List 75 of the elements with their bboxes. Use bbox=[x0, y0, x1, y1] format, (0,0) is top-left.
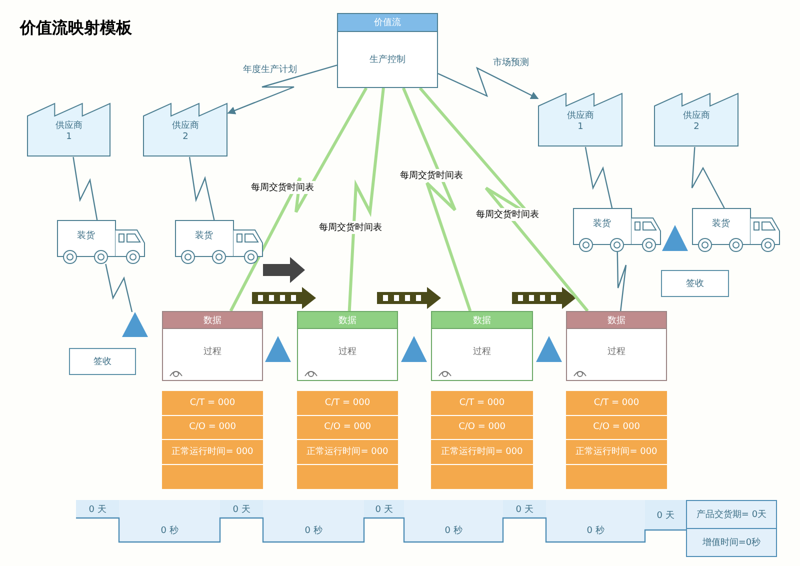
process-box bbox=[297, 311, 398, 381]
data-box bbox=[297, 391, 398, 489]
edge-label: 每周交货时间表 bbox=[475, 208, 540, 221]
control-box bbox=[337, 13, 438, 88]
supplier-label: 2 bbox=[692, 122, 700, 133]
supplier-label: 1 bbox=[65, 132, 73, 143]
time-label: 0 秒 bbox=[444, 524, 464, 538]
supplier-label: 供应商 bbox=[54, 121, 84, 132]
control-label: 生产控制 bbox=[368, 54, 406, 67]
process-header: 数据 bbox=[432, 312, 532, 329]
receipt-box: 签收 bbox=[69, 348, 136, 375]
lightning-line bbox=[402, 87, 472, 312]
process-label: 过程 bbox=[606, 346, 626, 358]
process-label: 过程 bbox=[202, 346, 222, 358]
data-row: C/O = 000 bbox=[297, 416, 398, 440]
supplier-label: 1 bbox=[576, 122, 584, 133]
supplier-label: 2 bbox=[182, 132, 190, 143]
receipt-box: 签收 bbox=[661, 270, 729, 297]
process-header: 数据 bbox=[567, 312, 666, 329]
data-row: 正常运行时间= 000 bbox=[162, 440, 263, 464]
data-box bbox=[566, 391, 667, 489]
time-label: 0 秒 bbox=[586, 524, 606, 538]
truck-label: 装货 bbox=[76, 230, 96, 242]
truck-label: 装货 bbox=[592, 218, 612, 230]
lead-time-cell: 产品交货期= 0天 bbox=[687, 501, 776, 529]
lightning-line bbox=[229, 87, 368, 312]
process-header: 数据 bbox=[298, 312, 397, 329]
connector bbox=[691, 146, 725, 208]
supplier-label: 供应商 bbox=[566, 111, 595, 122]
process-label: 过程 bbox=[338, 346, 358, 358]
connector bbox=[188, 156, 215, 220]
process-box bbox=[431, 311, 533, 381]
truck-label: 装货 bbox=[194, 230, 214, 242]
supplier-label: 供应商 bbox=[682, 111, 711, 122]
data-box bbox=[162, 391, 263, 489]
lightning-line bbox=[418, 87, 589, 312]
truck-label: 装货 bbox=[711, 218, 731, 230]
connector bbox=[616, 252, 627, 312]
connector bbox=[72, 156, 98, 220]
edge-label: 市场预测 bbox=[492, 56, 530, 69]
data-box bbox=[431, 391, 533, 489]
connector bbox=[227, 64, 338, 114]
data-row: C/T = 000 bbox=[431, 391, 533, 416]
data-row: C/O = 000 bbox=[566, 416, 667, 440]
data-row: 正常运行时间= 000 bbox=[566, 440, 667, 464]
time-label: 0 秒 bbox=[304, 524, 324, 538]
time-label: 0 天 bbox=[88, 504, 108, 516]
edge-label: 年度生产计划 bbox=[242, 63, 298, 76]
time-label: 0 天 bbox=[374, 504, 394, 516]
process-header: 数据 bbox=[163, 312, 262, 329]
supplier-label: 供应商 bbox=[171, 121, 200, 132]
time-label: 0 天 bbox=[514, 504, 534, 516]
title: 价值流映射模板 bbox=[20, 18, 132, 39]
control-header: 价值流 bbox=[338, 14, 437, 32]
edge-label: 每周交货时间表 bbox=[318, 221, 383, 234]
edge-label: 每周交货时间表 bbox=[399, 169, 464, 182]
data-row: C/T = 000 bbox=[566, 391, 667, 416]
data-row: C/T = 000 bbox=[297, 391, 398, 416]
data-row: 正常运行时间= 000 bbox=[431, 440, 533, 464]
time-label: 0 天 bbox=[656, 510, 676, 522]
connector bbox=[584, 146, 613, 208]
value-time-cell-text: 增值时间=0秒 bbox=[701, 536, 762, 550]
time-label: 0 秒 bbox=[160, 524, 180, 538]
data-row: C/T = 000 bbox=[162, 391, 263, 416]
time-label: 0 天 bbox=[232, 504, 252, 516]
data-row: C/O = 000 bbox=[162, 416, 263, 440]
data-row: C/O = 000 bbox=[431, 416, 533, 440]
process-box bbox=[162, 311, 263, 381]
connector bbox=[105, 264, 133, 312]
process-box bbox=[566, 311, 667, 381]
data-row: 正常运行时间= 000 bbox=[297, 440, 398, 464]
lightning-line bbox=[348, 88, 385, 312]
process-label: 过程 bbox=[472, 346, 492, 358]
connector bbox=[438, 66, 539, 100]
edge-label: 每周交货时间表 bbox=[250, 181, 315, 194]
